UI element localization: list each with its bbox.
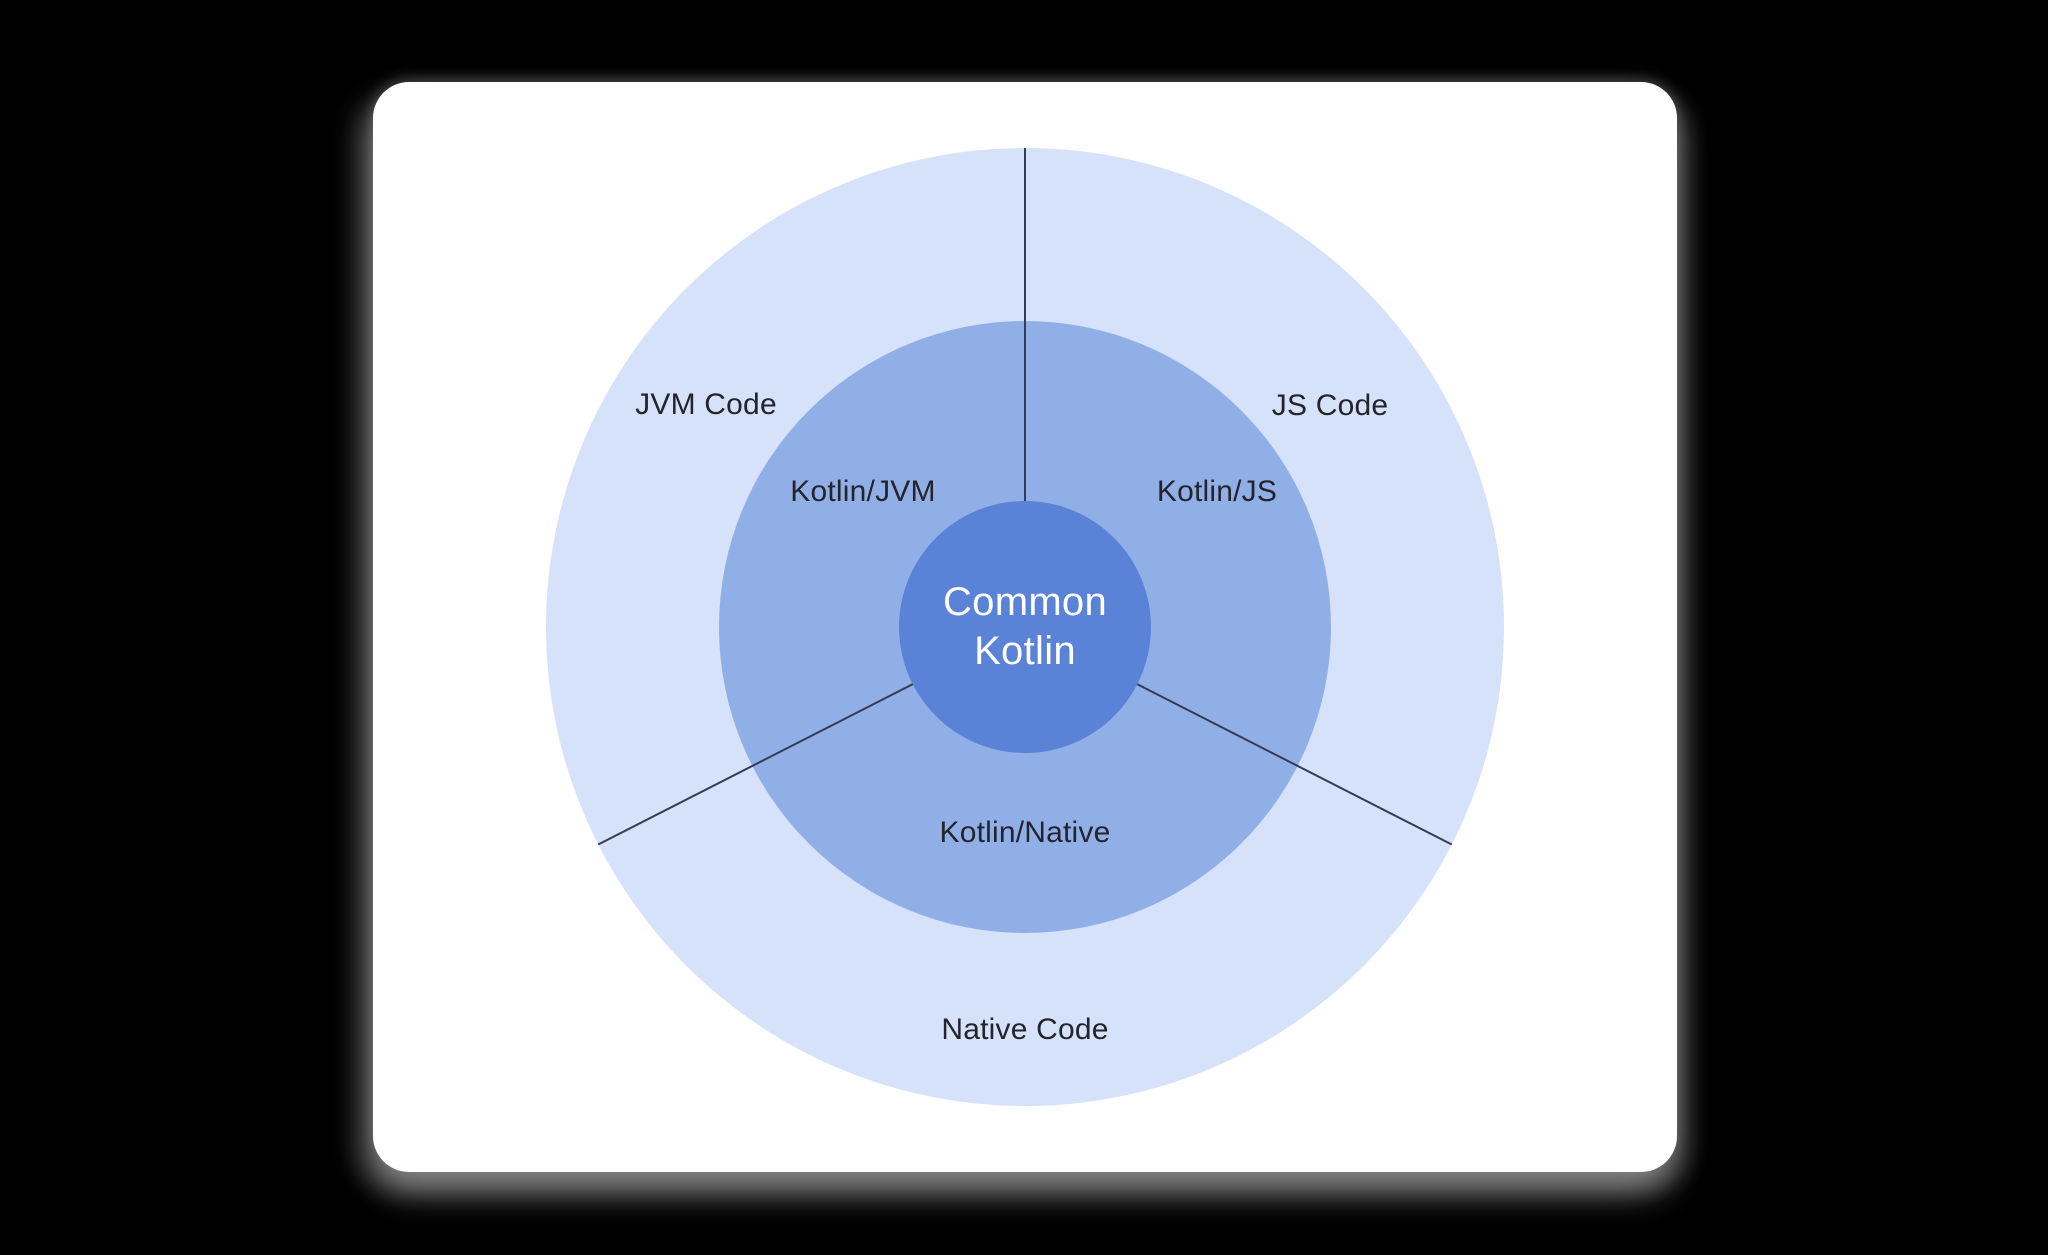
sector-divider-lines — [597, 148, 1453, 846]
label-common-kotlin-line2: Kotlin — [974, 629, 1076, 673]
concentric-rings-diagram — [546, 148, 1504, 1106]
label-kotlin-jvm: Kotlin/JVM — [790, 475, 936, 508]
diagram-card: JVM Code JS Code Native Code Kotlin/JVM … — [373, 82, 1677, 1172]
divider-line-bottom-left — [597, 683, 914, 846]
inner-circle — [899, 501, 1151, 753]
label-common-kotlin-line1: Common — [942, 580, 1108, 624]
label-jvm-code: JVM Code — [635, 388, 777, 421]
divider-line-bottom-right — [1136, 683, 1453, 846]
label-common-kotlin: Common Kotlin — [943, 578, 1107, 676]
label-native-code: Native Code — [941, 1013, 1109, 1046]
label-kotlin-js: Kotlin/JS — [1156, 475, 1278, 508]
label-js-code: JS Code — [1271, 389, 1389, 422]
label-kotlin-native: Kotlin/Native — [939, 816, 1111, 849]
